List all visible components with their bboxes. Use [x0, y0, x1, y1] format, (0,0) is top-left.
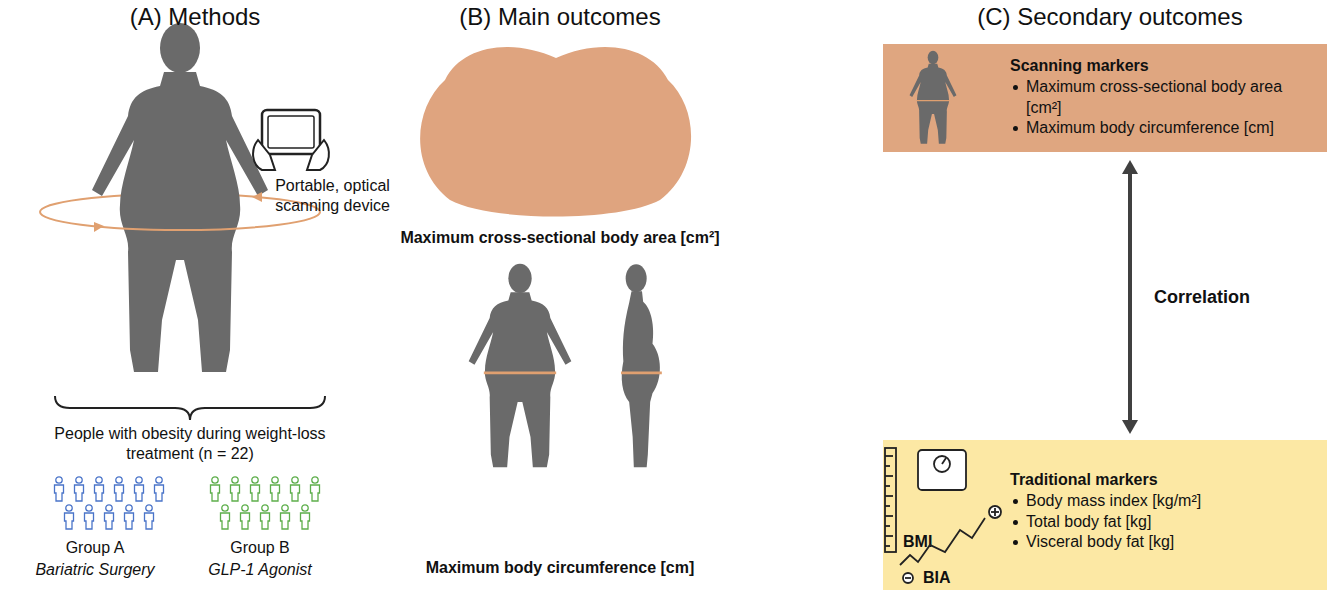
tablet-icon	[253, 110, 329, 170]
group-treatment: Bariatric Surgery	[20, 560, 170, 580]
cohort-label: People with obesity during weight-loss t…	[50, 424, 330, 464]
device-label: Portable, optical scanning device	[255, 176, 410, 216]
text-column: Scanning markersMaximum cross-sectional …	[1010, 56, 1317, 139]
correlation-arrow	[1122, 160, 1138, 434]
bullet-text: Body mass index [kg/m²]	[1010, 491, 1317, 512]
edge-label: Correlation	[1152, 286, 1252, 309]
bullet-text: Visceral body fat [kg]	[1010, 532, 1317, 553]
arrow-shaft	[1128, 172, 1132, 422]
box-heading: Traditional markers	[1010, 470, 1317, 491]
people-icons	[211, 477, 320, 529]
arrow-head	[1122, 160, 1138, 174]
cross-section	[420, 47, 691, 217]
marker-box: Traditional markersBody mass index [kg/m…	[883, 440, 1327, 590]
panel-title: (A) Methods	[80, 2, 310, 32]
measure-icons	[885, 448, 1001, 583]
bullet-text: Total body fat [kg]	[1010, 512, 1317, 533]
bullet-dot	[1013, 540, 1018, 545]
people-icons	[55, 477, 164, 529]
bullet-dot	[1013, 126, 1018, 131]
bullet-text: Maximum cross-sectional body area [cm²]	[1010, 77, 1317, 119]
bullet-dot	[1013, 85, 1018, 90]
brace	[55, 396, 325, 420]
panel-title: (B) Main outcomes	[420, 2, 700, 32]
group-name: Group A	[40, 538, 150, 558]
outcome-label: Maximum cross-sectional body area [cm²]	[370, 228, 750, 248]
group-treatment: GLP-1 Agonist	[190, 560, 330, 580]
marker-box: Scanning markersMaximum cross-sectional …	[883, 44, 1327, 152]
arrow-head	[1122, 420, 1138, 434]
text-column: Traditional markersBody mass index [kg/m…	[1010, 470, 1317, 553]
panel-title: (C) Secondary outcomes	[950, 2, 1270, 32]
box-heading: Scanning markers	[1010, 56, 1317, 77]
bullet-dot	[1013, 499, 1018, 504]
bullet-dot	[1013, 520, 1018, 525]
icon-text: BMI	[903, 532, 932, 552]
group-name: Group B	[200, 538, 320, 558]
bullet-text: Maximum body circumference [cm]	[1010, 118, 1317, 139]
icon-text: BIA	[923, 568, 951, 588]
outcome-label: Maximum body circumference [cm]	[390, 558, 730, 578]
